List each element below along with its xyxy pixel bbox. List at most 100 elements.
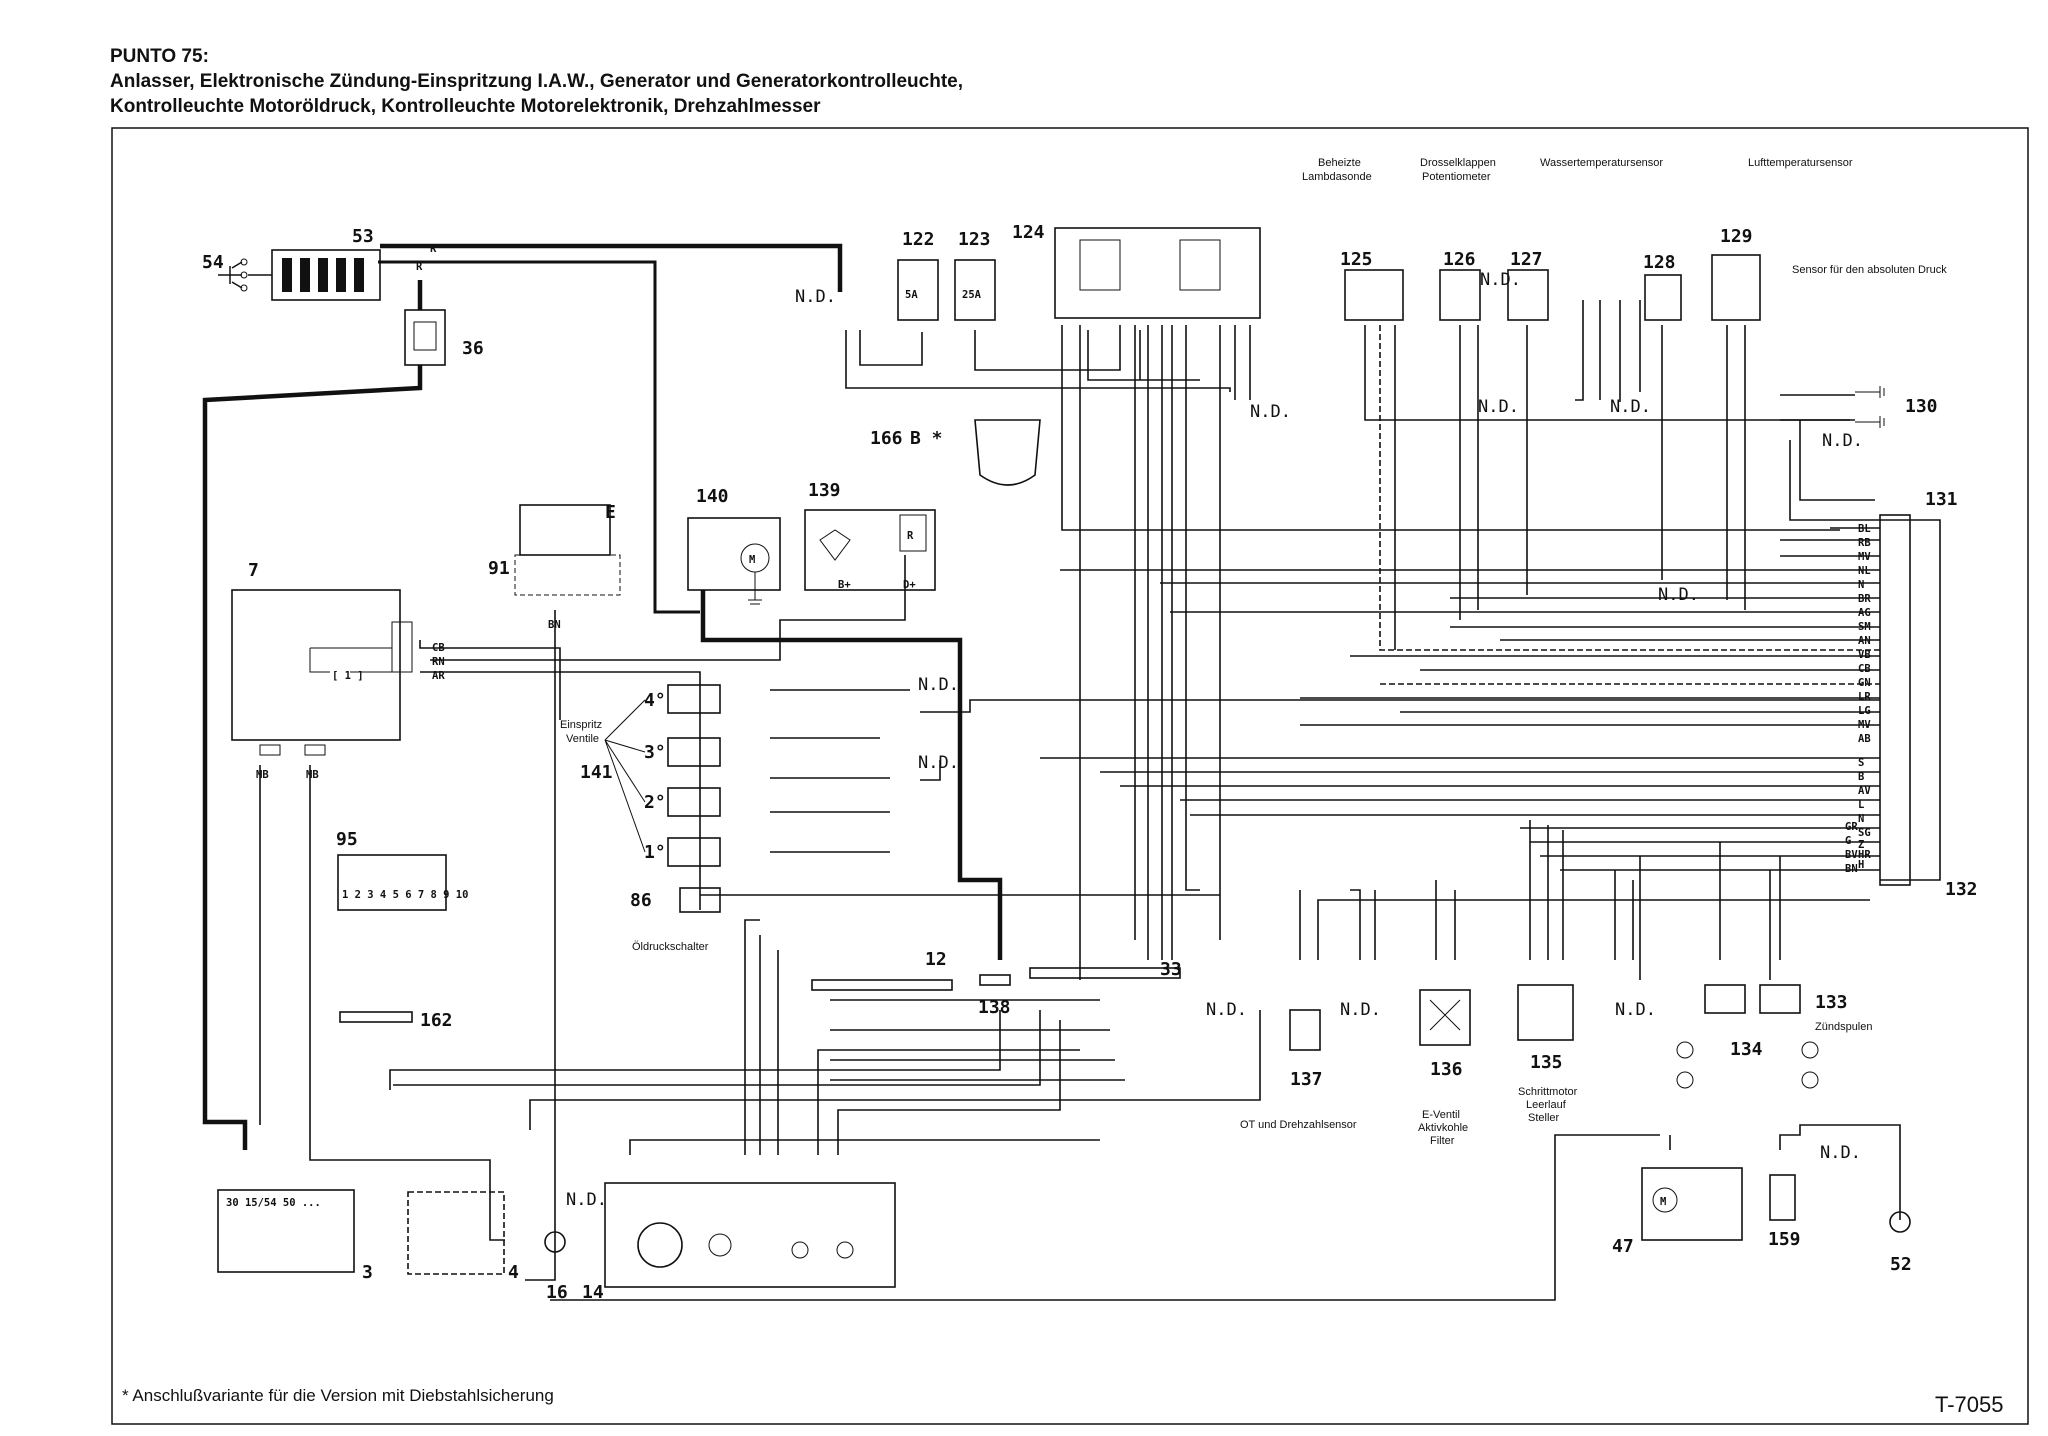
component-36-number: 36 — [462, 338, 484, 359]
component-12: 12 — [811, 949, 953, 991]
svg-text:Drosselklappen: Drosselklappen — [1420, 157, 1496, 169]
svg-text:Aktivkohle: Aktivkohle — [1418, 1122, 1468, 1134]
component-123-number: 123 — [958, 229, 991, 250]
spark-plug-icon — [1676, 1041, 1694, 1059]
component-137-number: 137 — [1290, 1069, 1323, 1090]
component-53: 53 RR — [271, 226, 437, 301]
svg-text:Zündspulen: Zündspulen — [1815, 1021, 1873, 1033]
component-95: 1 2 3 4 5 6 7 8 9 10 95 — [336, 829, 468, 911]
diagram-subtitle-2: Kontrolleuchte Motoröldruck, Kontrolleuc… — [110, 96, 821, 117]
svg-text:Lufttemperatursensor: Lufttemperatursensor — [1748, 157, 1853, 169]
svg-text:AN: AN — [1858, 635, 1871, 647]
component-91-number: 91 — [488, 558, 510, 579]
svg-text:N.D.: N.D. — [918, 675, 959, 695]
component-36: 36 — [404, 309, 484, 366]
gauge-icon — [637, 1222, 683, 1268]
component-125-number: 125 — [1340, 249, 1373, 270]
svg-text:N.D.: N.D. — [1820, 1143, 1861, 1163]
battery-icon — [271, 249, 381, 301]
injector-icon — [667, 837, 721, 867]
sensor-icon — [1289, 1009, 1321, 1051]
svg-text:BR: BR — [1858, 593, 1871, 605]
component-124-number: 124 — [1012, 222, 1045, 243]
svg-text:SM: SM — [1858, 621, 1871, 633]
svg-text:1°: 1° — [644, 842, 666, 863]
svg-text:N.D.: N.D. — [918, 753, 959, 773]
relay-icon — [404, 309, 446, 366]
svg-text:2°: 2° — [644, 792, 666, 813]
svg-text:AG: AG — [1858, 607, 1871, 619]
connection-nd-labels: N.D. N.D. N.D. N.D. N.D. N.D. N.D. N.D. … — [795, 270, 1863, 1163]
component-141-number: 141 — [580, 762, 613, 783]
svg-text:MV: MV — [1858, 719, 1871, 731]
component-141: 4°3° 2°1° Einspritz Ventile 141 — [560, 684, 721, 867]
svg-text:M: M — [1660, 1196, 1666, 1208]
sensor-icon — [1644, 274, 1682, 321]
svg-text:Wassertemperatursensor: Wassertemperatursensor — [1540, 157, 1663, 169]
fuse-icon — [897, 259, 939, 321]
component-130: 130 — [1855, 386, 1938, 428]
svg-text:1 2 3 4 5 6 7 8 9 10: 1 2 3 4 5 6 7 8 9 10 — [342, 889, 468, 901]
svg-text:AV: AV — [1858, 785, 1871, 797]
spark-plug-icon — [1801, 1071, 1819, 1089]
component-3: 30 15/54 50 ... 3 — [217, 1189, 373, 1283]
footnote: * Anschlußvariante für die Version mit D… — [122, 1386, 554, 1405]
svg-text:4°: 4° — [644, 690, 666, 711]
svg-text:GN: GN — [1858, 677, 1871, 689]
component-54: 54 — [202, 252, 272, 292]
sensor-labels: Beheizte Lambdasonde Drosselklappen Pote… — [1302, 157, 1947, 276]
svg-text:AB: AB — [1858, 733, 1871, 745]
component-129: 129 — [1711, 226, 1761, 321]
ground-icon — [1855, 386, 1885, 428]
component-53-number: 53 — [352, 226, 374, 247]
svg-text:Ventile: Ventile — [566, 733, 599, 745]
svg-text:Filter: Filter — [1430, 1135, 1455, 1147]
component-128-number: 128 — [1643, 252, 1676, 273]
component-140: M 140 — [687, 486, 781, 605]
svg-text:Öldruckschalter: Öldruckschalter — [632, 941, 709, 953]
component-133-number: 133 — [1815, 992, 1848, 1013]
component-86: 86 Öldruckschalter — [630, 887, 721, 953]
component-127: 127 — [1507, 249, 1549, 321]
svg-text:HR: HR — [1858, 849, 1871, 861]
component-131-number: 131 — [1925, 489, 1958, 510]
component-138-number: 138 — [978, 997, 1011, 1018]
pump-motor-icon — [1652, 1187, 1678, 1213]
svg-text:BL: BL — [1858, 523, 1871, 535]
component-166: 166 B * — [870, 419, 1041, 486]
svg-text:LR: LR — [1858, 691, 1871, 703]
svg-text:MB: MB — [306, 769, 319, 781]
svg-text:M: M — [749, 554, 755, 566]
lamp-icon — [836, 1241, 854, 1259]
svg-text:N: N — [1858, 579, 1864, 591]
spark-plug-icon — [1801, 1041, 1819, 1059]
svg-text:N.D.: N.D. — [1822, 431, 1863, 451]
sensor-icon — [1507, 269, 1549, 321]
svg-text:Einspritz: Einspritz — [560, 719, 602, 731]
relay-icon — [519, 504, 611, 556]
component-127-number: 127 — [1510, 249, 1543, 270]
component-52-number: 52 — [1890, 1254, 1912, 1275]
svg-text:N.D.: N.D. — [1206, 1000, 1247, 1020]
svg-text:E-Ventil: E-Ventil — [1422, 1109, 1460, 1121]
svg-text:B: B — [1858, 771, 1864, 783]
component-47-number: 47 — [1612, 1236, 1634, 1257]
svg-text:Lambdasonde: Lambdasonde — [1302, 171, 1372, 183]
spark-plug-icon — [1676, 1071, 1694, 1089]
component-136: 136 E-Ventil Aktivkohle Filter — [1418, 989, 1471, 1147]
relay-icon — [1054, 227, 1261, 319]
component-135-number: 135 — [1530, 1052, 1563, 1073]
component-52: 52 — [1889, 1211, 1912, 1275]
svg-text:B+: B+ — [838, 579, 851, 591]
component-132-number: 132 — [1945, 879, 1978, 900]
component-131: 131 132 — [1879, 489, 1978, 900]
component-16: 16 N.D. — [544, 1190, 607, 1303]
svg-text:5A: 5A — [905, 289, 918, 301]
svg-text:N.D.: N.D. — [1658, 585, 1699, 605]
diagram-header: PUNTO 75: Anlasser, Elektronische Zündun… — [110, 44, 963, 119]
injector-icon — [667, 737, 721, 767]
svg-text:MB: MB — [256, 769, 269, 781]
svg-text:CB: CB — [432, 642, 445, 654]
